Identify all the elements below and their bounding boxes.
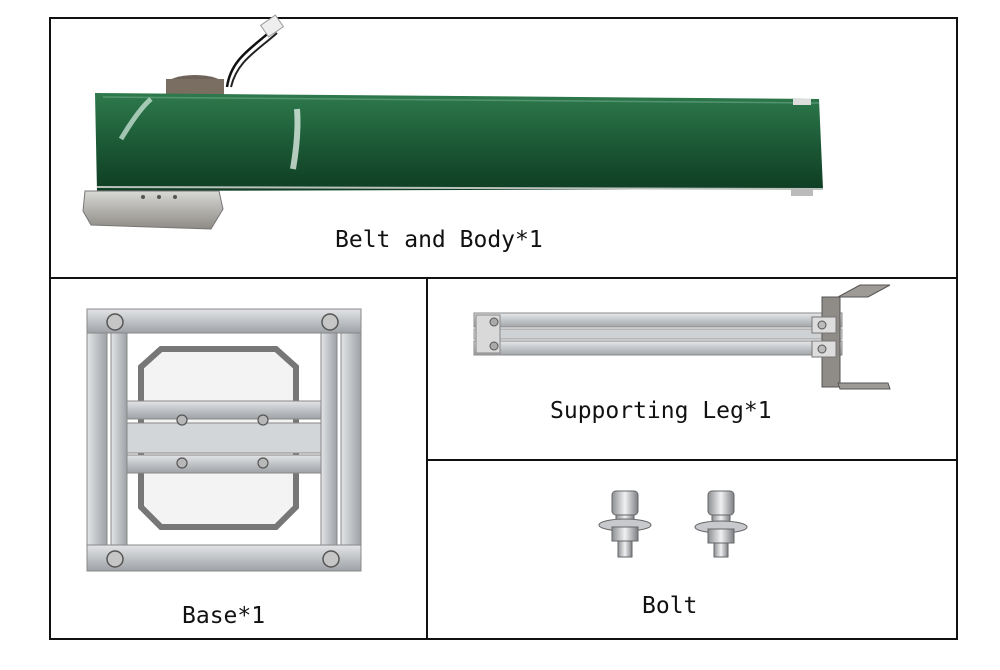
bolt-1-shape xyxy=(598,490,652,558)
belt-and-body-label: Belt and Body*1 xyxy=(335,227,543,253)
bolt-label: Bolt xyxy=(642,593,698,619)
supporting-leg-label: Supporting Leg*1 xyxy=(550,398,772,424)
panel-supporting-leg: Supporting Leg*1 xyxy=(428,279,956,461)
panel-base: Base*1 xyxy=(51,279,428,638)
supporting-leg-illustration xyxy=(473,284,891,390)
bolt-2-shape xyxy=(694,490,748,558)
bolt-illustration xyxy=(598,490,748,558)
base-illustration xyxy=(86,308,362,572)
panel-bolt: Bolt xyxy=(428,461,956,638)
belt-and-body-illustration xyxy=(82,14,824,230)
product-parts-grid: Belt and Body*1 xyxy=(49,14,958,640)
panel-belt-and-body: Belt and Body*1 xyxy=(51,14,956,279)
base-label: Base*1 xyxy=(182,603,266,629)
